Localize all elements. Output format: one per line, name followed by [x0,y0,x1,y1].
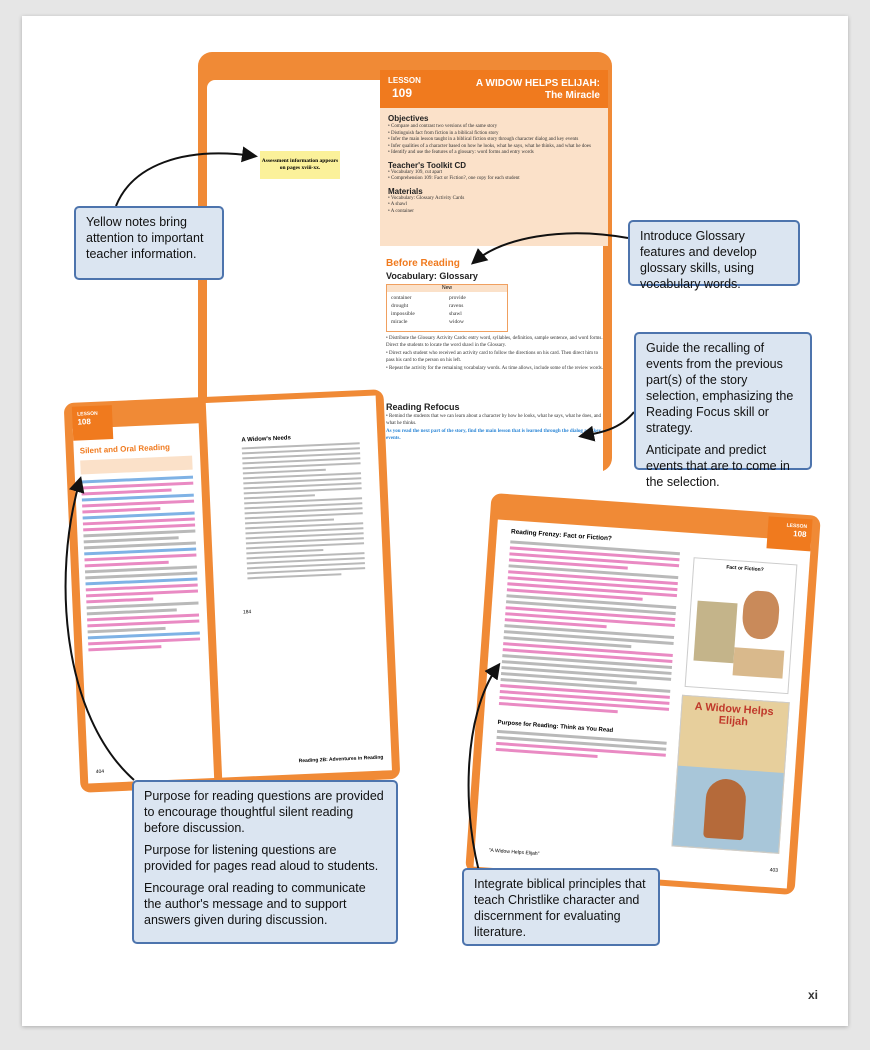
callout-biblical-principles: Integrate biblical principles that teach… [462,868,660,946]
callout-text: Integrate biblical principles that teach… [474,877,646,939]
vocab-word: provide [449,295,466,301]
objectives-content: Objectives • Compare and contrast two ve… [388,114,603,215]
lesson-number: 109 [392,86,413,100]
vocabulary-table: New container drought impossible miracle… [386,284,508,332]
lesson-label: LESSON [388,76,421,85]
vocab-word: impossible [391,311,415,317]
instruction-item: • Direct each student who received an ac… [386,351,599,363]
lesson-109-header: LESSON 109 A WIDOW HELPS ELIJAH: The Mir… [380,70,608,108]
objective-item: • Infer qualities of a character based o… [388,143,591,149]
vocab-word: drought [391,303,409,309]
arrow-to-reading-refocus [578,411,635,442]
materials-item: • A container [388,208,414,214]
instruction-item: • Distribute the Glossary Activity Cards… [386,336,603,348]
objective-item: • Distinguish fact from fiction in a bib… [388,130,499,136]
vocabulary-instructions: • Distribute the Glossary Activity Cards… [386,336,606,373]
toolkit-list: • Vocabulary 109, cut apart • Comprehens… [388,170,603,183]
objective-item: • Identify and use the features of a glo… [388,150,534,155]
callout-text: Yellow notes bring attention to importan… [86,215,204,261]
lesson-title-line2: The Miracle [544,90,600,101]
callout-arrows [64,146,635,883]
vocab-word: shawl [449,311,462,317]
materials-list: • Vocabulary: Glossary Activity Cards • … [388,196,603,216]
reading-refocus-heading: Reading Refocus [386,402,460,412]
callout-text: Guide the recalling of events from the p… [646,341,794,435]
objective-item: • Infer the main lesson taught in a bibl… [388,137,579,142]
refocus-bullet: • Remind the students that we can learn … [386,414,602,426]
vocab-column-right: provide ravens shawl widow [449,294,466,326]
toolkit-item: • Comprehension 109: Fact or Fiction?, o… [388,176,520,181]
lesson-title-line1: A WIDOW HELPS ELIJAH: [475,78,600,89]
arrow-to-purpose-for-reading [467,662,501,883]
callout-text: Purpose for listening questions are prov… [144,843,379,873]
vocab-column-left: container drought impossible miracle [391,294,415,326]
callout-glossary: Introduce Glossary features and develop … [628,220,800,291]
objectives-heading: Objectives [388,114,429,123]
toolkit-heading: Teacher's Toolkit CD [388,160,467,170]
vocabulary-heading: Vocabulary: Glossary [386,271,478,281]
before-reading-heading: Before Reading [386,258,460,269]
vocab-word: miracle [391,319,408,325]
callout-recall-events: Guide the recalling of events from the p… [634,332,812,489]
materials-item: • Vocabulary: Glossary Activity Cards [388,195,465,201]
objective-item: • Compare and contrast two versions of t… [388,124,498,129]
arrow-to-before-reading [470,232,629,265]
vocab-word: ravens [449,303,464,309]
arrow-to-silent-reading [64,476,135,781]
callout-yellow-notes: Yellow notes bring attention to importan… [74,206,224,280]
objectives-list: • Compare and contrast two versions of t… [388,124,603,157]
callout-text: Introduce Glossary features and develop … [640,229,757,291]
refocus-purpose-question: As you read the next part of the story, … [386,429,601,441]
callout-purpose-questions: Purpose for reading questions are provid… [132,780,398,944]
callout-text: Encourage oral reading to communicate th… [144,881,366,927]
assessment-yellow-note: Assessment information appears on pages … [260,151,340,179]
callout-text: Purpose for reading questions are provid… [144,789,384,835]
instruction-item: • Repeat the activity for the remaining … [386,366,603,371]
document-page: LESSON 109 A WIDOW HELPS ELIJAH: The Mir… [22,16,848,1026]
callout-text: Anticipate and predict events that are t… [646,443,790,489]
materials-heading: Materials [388,186,423,196]
toolkit-item: • Vocabulary 109, cut apart [388,169,443,175]
arrow-to-yellow-note [115,146,258,207]
page-number: xi [808,988,819,1002]
vocab-word: widow [449,319,464,325]
reading-refocus-content: • Remind the students that we can learn … [386,414,606,442]
vocab-word: container [391,295,412,301]
materials-item: • A shawl [388,202,407,207]
vocabulary-table-header: New [387,285,507,292]
